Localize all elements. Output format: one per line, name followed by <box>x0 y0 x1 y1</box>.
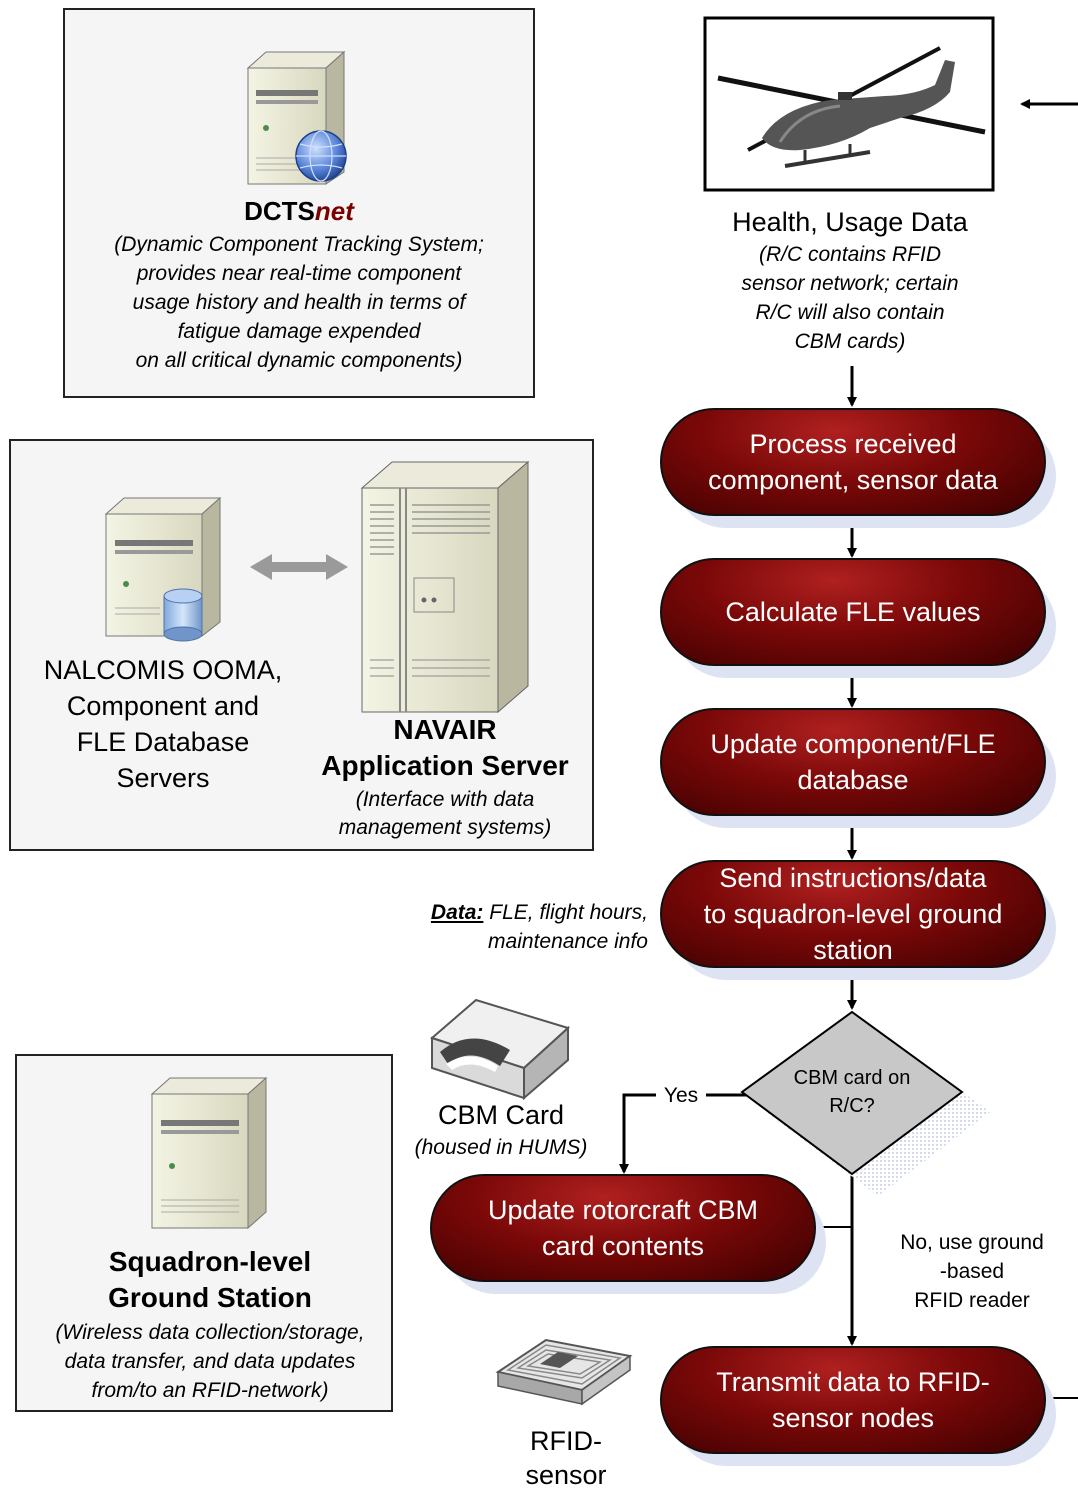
transmit-rfid-step: Transmit data to RFID- sensor nodes <box>660 1346 1046 1454</box>
dcts-desc-line: provides near real-time component <box>136 262 462 285</box>
dcts-desc-line: on all critical dynamic components) <box>135 349 463 372</box>
nalcomis-label: NALCOMIS OOMA, Component and FLE Databas… <box>18 652 308 796</box>
health-desc-line: CBM cards) <box>794 330 906 353</box>
dcts-title-em: net <box>314 196 354 226</box>
process-step-calculate-fle: Calculate FLE values <box>660 558 1046 666</box>
yes-label: Yes <box>656 1083 706 1109</box>
squadron-desc: (Wireless data collection/storage, data … <box>15 1318 405 1405</box>
health-desc-line: (R/C contains RFID <box>758 243 942 266</box>
dcts-desc: (Dynamic Component Tracking System; prov… <box>63 230 535 375</box>
decision-line: CBM card on <box>793 1067 911 1089</box>
navair-desc-line: (Interface with data <box>355 788 535 811</box>
squadron-title-line: Squadron-level <box>108 1246 312 1277</box>
squadron-title: Squadron-level Ground Station <box>15 1244 405 1316</box>
navair-desc: (Interface with data management systems) <box>300 786 590 842</box>
process-step-line: Calculate FLE values <box>725 597 981 627</box>
process-step-line: Process received <box>749 429 957 459</box>
squadron-desc-line: from/to an RFID-network) <box>91 1379 329 1402</box>
dcts-desc-line: fatigue damage expended <box>177 320 421 343</box>
health-desc-line: R/C will also contain <box>755 301 945 324</box>
update-card-line: Update rotorcraft CBM <box>487 1195 759 1225</box>
helicopter-icon <box>717 46 986 168</box>
transmit-line: sensor nodes <box>771 1403 935 1433</box>
bidirectional-arrow-icon <box>250 554 348 580</box>
squadron-desc-line: (Wireless data collection/storage, <box>55 1321 365 1344</box>
dcts-desc-line: (Dynamic Component Tracking System; <box>114 233 484 256</box>
process-step-update-database: Update component/FLE database <box>660 708 1046 816</box>
process-step-send-instructions: Send instructions/data to squadron-level… <box>660 860 1046 968</box>
data-note-text: FLE, flight hours, <box>483 901 648 924</box>
health-title: Health, Usage Data <box>732 207 968 237</box>
process-step-line: Send instructions/data <box>719 863 987 893</box>
cbm-card-icon <box>430 998 570 1101</box>
update-cbm-card-step: Update rotorcraft CBM card contents <box>430 1174 816 1282</box>
process-step-receive: Process received component, sensor data <box>660 408 1046 516</box>
health-desc: (R/C contains RFID sensor network; certa… <box>700 240 1000 356</box>
database-server-icon <box>104 496 222 642</box>
dcts-title-main: DCTS <box>244 196 315 226</box>
navair-title: NAVAIR Application Server <box>300 712 590 784</box>
rfid-sensor-line: RFID- <box>530 1426 602 1456</box>
navair-title-line: Application Server <box>321 750 569 781</box>
decision-line: R/C? <box>829 1095 875 1117</box>
process-step-line: database <box>797 765 909 795</box>
update-card-line: card contents <box>541 1231 705 1261</box>
process-step-line: Update component/FLE <box>710 729 996 759</box>
decision-label: CBM card on R/C? <box>752 1064 952 1120</box>
squadron-title-line: Ground Station <box>108 1282 312 1313</box>
cbm-card-title: CBM Card <box>437 1100 565 1130</box>
no-label: No, use ground -based RFID reader <box>872 1228 1072 1315</box>
data-note: Data: FLE, flight hours, maintenance inf… <box>380 898 648 956</box>
transmit-line: Transmit data to RFID- <box>716 1367 990 1397</box>
nalcomis-line: FLE Database <box>76 727 250 757</box>
dcts-desc-line: usage history and health in terms of <box>132 291 466 314</box>
rfid-sensor-icon <box>495 1338 633 1406</box>
no-label-line: RFID reader <box>914 1289 1030 1312</box>
data-note-text: maintenance info <box>488 930 648 953</box>
rfid-sensor-label: RFID- sensor <box>486 1424 646 1492</box>
process-step-line: component, sensor data <box>708 465 998 495</box>
dcts-title: DCTSnet <box>63 194 535 228</box>
navair-title-line: NAVAIR <box>393 714 497 745</box>
health-desc-line: sensor network; certain <box>741 272 959 295</box>
process-step-line: to squadron-level ground <box>703 899 1003 929</box>
application-server-icon <box>360 460 530 714</box>
nalcomis-line: Component and <box>66 691 260 721</box>
nalcomis-line: Servers <box>116 763 210 793</box>
server-globe-icon <box>246 50 347 185</box>
no-label-line: No, use ground <box>900 1231 1044 1254</box>
no-label-line: -based <box>939 1260 1005 1283</box>
nalcomis-line: NALCOMIS OOMA, <box>43 655 283 685</box>
decision-diamond <box>740 1010 964 1176</box>
squadron-desc-line: data transfer, and data updates <box>64 1350 356 1373</box>
process-step-line: station <box>813 935 893 965</box>
rfid-sensor-line: sensor <box>525 1460 607 1490</box>
ground-station-server-icon <box>150 1076 268 1230</box>
cbm-card-desc: (housed in HUMS) <box>414 1136 588 1159</box>
data-note-label: Data: <box>430 901 484 924</box>
navair-desc-line: management systems) <box>338 816 552 839</box>
